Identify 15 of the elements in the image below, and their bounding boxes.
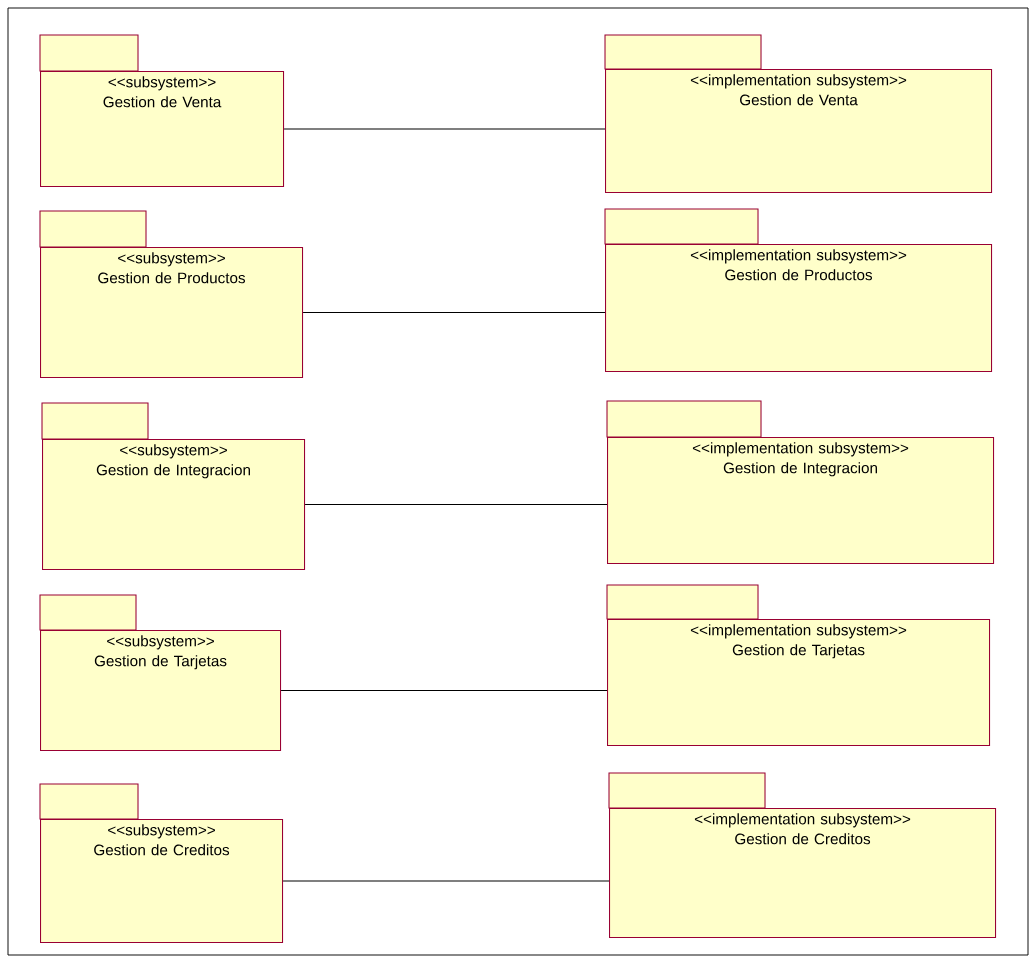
package-box: <<subsystem>> Gestion de Creditos (39, 783, 284, 944)
package-box: <<implementation subsystem>> Gestion de Productos (604, 208, 993, 373)
package-box: <<implementation subsystem>> Gestion de Venta (604, 34, 993, 194)
package-box: <<subsystem>> Gestion de Productos (39, 210, 304, 379)
connector-line (304, 504, 608, 506)
package-box: <<implementation subsystem>> Gestion de Tarjetas (606, 584, 991, 747)
package-box: <<subsystem>> Gestion de Tarjetas (39, 594, 282, 752)
connector-line (302, 312, 606, 314)
package-box: <<implementation subsystem>> Gestion de Creditos (608, 772, 997, 939)
package-box: <<subsystem>> Gestion de Venta (39, 34, 285, 188)
connector-line (283, 128, 606, 130)
package-box: <<implementation subsystem>> Gestion de Integracion (606, 400, 995, 565)
package-box: <<subsystem>> Gestion de Integracion (41, 402, 306, 571)
connector-line (280, 690, 608, 692)
connector-line (282, 880, 610, 882)
